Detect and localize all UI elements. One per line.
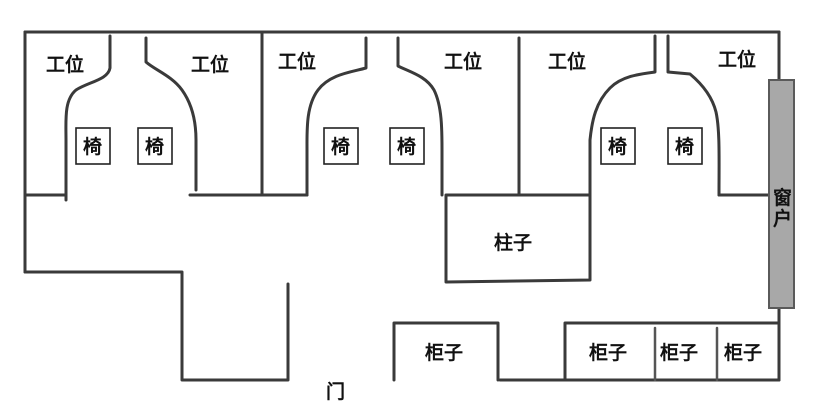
chair-label-3: 椅 [331,135,350,158]
divider-5 [588,34,657,197]
workstation-label-4: 工位 [444,50,482,73]
window-label-char-1: 窗 [773,186,792,209]
cabinet-label-2: 柜子 [589,342,627,364]
chair-3: 椅 [323,127,359,165]
divider-1 [64,34,112,202]
divider-6 [666,34,721,197]
chair-1: 椅 [75,127,111,165]
workstation-label-5: 工位 [548,50,586,73]
chair-label-2: 椅 [145,135,164,158]
cabinet-label-3: 柜子 [660,342,698,364]
pillar-label: 柱子 [494,231,532,254]
workstation-label-1: 工位 [46,53,84,76]
window-label-char-2: 户 [773,207,792,230]
workstation-label-6: 工位 [718,48,756,71]
chair-label-1: 椅 [83,135,102,158]
chair-label-6: 椅 [675,135,694,158]
cabinet-labels: 柜子 柜子 柜子 柜子 [425,342,762,364]
chair-2: 椅 [137,127,173,165]
chair-6: 椅 [667,127,703,165]
lower-left-wall [23,270,290,382]
workstation-label-3: 工位 [278,50,316,73]
workstation-labels: 工位 工位 工位 工位 工位 工位 [46,48,756,76]
chair-label-5: 椅 [608,135,627,158]
walls [23,30,781,382]
chairs: 椅 椅 椅 椅 椅 椅 [75,127,703,165]
cabinet-label-4: 柜子 [724,342,762,364]
divider-3 [305,36,368,197]
window-shape [768,79,795,309]
chair-label-4: 椅 [397,135,416,158]
cabinet-box-left [392,321,500,382]
chair-5: 椅 [600,127,636,165]
divider-2 [144,36,198,192]
cabinet-label-1: 柜子 [425,342,463,364]
workstation-label-2: 工位 [191,53,229,76]
chair-4: 椅 [389,127,425,165]
cabinet-box-right [563,321,781,382]
divider-4 [396,36,444,197]
pillar-box [444,193,592,284]
door-label: 门 [326,380,345,403]
